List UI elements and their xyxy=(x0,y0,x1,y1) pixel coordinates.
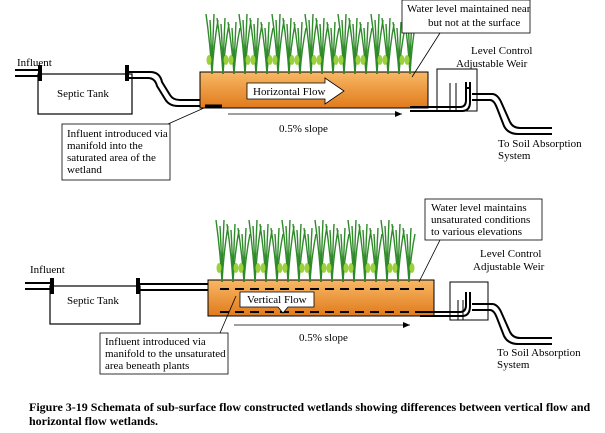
plant-icon xyxy=(381,17,395,75)
influent-label: Influent xyxy=(17,57,52,69)
plant-icon xyxy=(249,17,263,75)
septic-tank-label: Septic Tank xyxy=(57,88,109,100)
horizontal-flow-diagram: Horizontal Flow 0.5% slope Influent Sept… xyxy=(15,0,582,181)
tank-outlet-pipe xyxy=(129,71,210,107)
plant-icon xyxy=(336,227,350,283)
weir-label-line-1: Level Control xyxy=(471,45,532,57)
plant-icon xyxy=(380,219,394,283)
weir-label-line-2: Adjustable Weir xyxy=(473,261,545,273)
manifold-note xyxy=(99,332,229,375)
plant-icon xyxy=(347,219,361,283)
septic-tank-label: Septic Tank xyxy=(67,295,119,307)
water-level-note xyxy=(401,0,531,34)
plant-icon xyxy=(314,219,328,283)
plant-icon xyxy=(337,13,351,75)
slope-label: 0.5% slope xyxy=(299,332,348,344)
plant-icon xyxy=(270,227,284,283)
weir-box xyxy=(436,68,478,112)
plant-icon xyxy=(348,17,362,75)
weir-box xyxy=(449,281,489,321)
slope-arrow xyxy=(234,322,410,328)
plant-icon xyxy=(391,223,405,283)
plant-icon xyxy=(248,219,262,283)
horizontal-flow-arrow: Horizontal Flow xyxy=(246,77,345,105)
manifold-note-line-1: Influent introduced via xyxy=(67,128,168,140)
plant-icon xyxy=(304,13,318,75)
absorption-label-line-1: To Soil Absorption xyxy=(498,138,582,150)
plant-icon xyxy=(358,223,372,283)
vertical-flow-diagram: Vertical Flow 0.5% slope Influent Septic… xyxy=(25,198,581,375)
absorption-label-line-2: System xyxy=(498,150,531,162)
plant-icon xyxy=(205,13,219,75)
plant-icon xyxy=(226,223,240,283)
plant-icon xyxy=(238,13,252,75)
plant-icon xyxy=(282,17,296,75)
manifold-note-line-3: saturated area of the xyxy=(67,152,156,164)
water-level-note xyxy=(424,198,543,241)
flow-label: Vertical Flow xyxy=(247,294,307,306)
water-note-line-1: Water level maintains xyxy=(431,202,527,214)
plant-icon xyxy=(370,13,384,75)
water-note-line-1: Water level maintained near xyxy=(407,3,531,15)
plant-icon xyxy=(359,21,373,75)
plant-icon xyxy=(215,219,229,283)
water-note-line-2: but not at the surface xyxy=(428,17,520,29)
plant-icon xyxy=(315,17,329,75)
plant-icon xyxy=(216,17,230,75)
outlet-pipe xyxy=(420,292,552,345)
manifold-note-line-2: manifold into the xyxy=(67,140,143,152)
plant-icon xyxy=(271,13,285,75)
manifold-note-line-1: Influent introduced via xyxy=(105,336,206,348)
outlet-pipe xyxy=(410,82,552,135)
weir-label-line-2: Adjustable Weir xyxy=(456,58,528,70)
manifold-note xyxy=(61,123,171,181)
figure-caption: Figure 3-19 Schemata of sub-surface flow… xyxy=(29,400,591,428)
flow-label: Horizontal Flow xyxy=(253,86,325,98)
slope-arrow xyxy=(228,111,402,117)
manifold-note-line-2: manifold to the unsaturated xyxy=(105,348,226,360)
influent-pipe xyxy=(15,69,40,77)
tank-outlet-pipe xyxy=(140,283,214,291)
plant-icon xyxy=(259,223,273,283)
influent-pipe xyxy=(25,282,50,290)
plant-icon xyxy=(369,227,383,283)
plant-icon xyxy=(281,219,295,283)
manifold-note-line-4: wetland xyxy=(67,164,102,176)
plant-icon xyxy=(293,21,307,75)
plant-icon xyxy=(260,21,274,75)
water-note-line-2: unsaturated conditions xyxy=(431,214,530,226)
septic-tank xyxy=(37,73,133,115)
slope-label: 0.5% slope xyxy=(279,123,328,135)
plant-icon xyxy=(237,227,251,283)
plant-icon xyxy=(325,223,339,283)
plant-icon xyxy=(402,227,416,283)
plant-icon xyxy=(326,21,340,75)
weir-label-line-1: Level Control xyxy=(480,248,541,260)
vertical-flow-callout: Vertical Flow xyxy=(239,291,315,314)
septic-tank xyxy=(49,285,141,325)
plant-icon xyxy=(227,21,241,75)
plant-icon xyxy=(205,13,417,75)
absorption-label-line-1: To Soil Absorption xyxy=(497,347,581,359)
plant-icon xyxy=(215,219,416,283)
water-note-line-3: to various elevations xyxy=(431,226,522,238)
manifold-note-line-3: area beneath plants xyxy=(105,360,189,372)
plant-icon xyxy=(303,227,317,283)
influent-label: Influent xyxy=(30,264,65,276)
plant-icon xyxy=(292,223,306,283)
absorption-label-line-2: System xyxy=(497,359,530,371)
